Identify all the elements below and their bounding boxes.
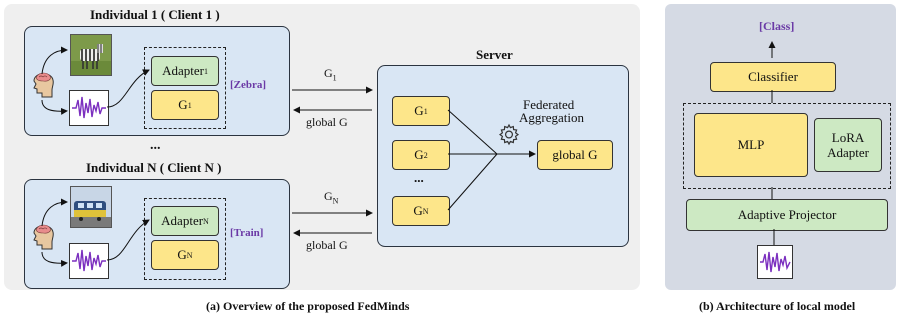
clientN-local-model — [144, 198, 226, 280]
eeg-signal-icon — [757, 245, 793, 279]
classifier-block: Classifier — [710, 62, 836, 92]
train-image — [70, 186, 112, 228]
upload-gN-label: GN — [324, 189, 339, 206]
download-global-bottom-label: global G — [306, 238, 348, 252]
server-title: Server — [476, 47, 513, 62]
clientN-title: Individual N ( Client N ) — [86, 160, 222, 175]
lora-adapter-block: LoRA Adapter — [814, 118, 882, 172]
upload-g1-label: G1 — [324, 66, 337, 83]
aggregation-label-line2: Aggregation — [519, 110, 584, 125]
eeg-signal-icon — [69, 90, 109, 126]
eeg-signal-icon — [69, 243, 109, 279]
server-global-g: global G — [537, 140, 613, 170]
client1-title: Individual 1 ( Client 1 ) — [90, 7, 220, 22]
local-backbone-group — [683, 103, 891, 189]
adaptive-projector-block: Adaptive Projector — [686, 199, 888, 231]
download-global-top-label: global G — [306, 115, 348, 129]
gear-icon — [497, 122, 521, 146]
server-ellipsis: ... — [414, 170, 424, 185]
aggregation-label-line1: Federated — [523, 97, 575, 112]
client1-output: [Zebra] — [230, 79, 267, 91]
caption-overview: (a) Overview of the proposed FedMinds — [206, 299, 410, 313]
class-output: [Class] — [759, 19, 795, 33]
client1-local-model — [144, 47, 226, 129]
caption-local-model: (b) Architecture of local model — [699, 299, 856, 313]
zebra-image — [70, 34, 112, 76]
clients-ellipsis: ... — [150, 138, 161, 153]
mlp-block: MLP — [694, 113, 808, 177]
clientN-output: [Train] — [230, 227, 264, 239]
